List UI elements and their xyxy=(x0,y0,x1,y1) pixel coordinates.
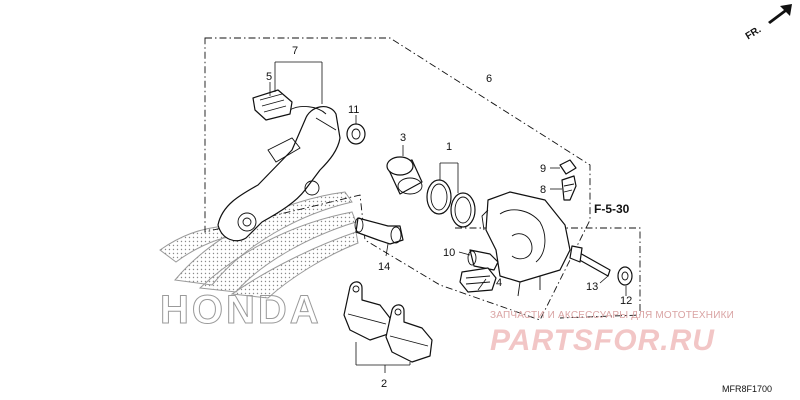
callout-12: 12 xyxy=(620,295,632,307)
honda-wing-logo xyxy=(159,191,359,299)
bleeder-screw xyxy=(561,175,577,201)
callout-9: 9 xyxy=(540,163,546,175)
callout-10: 10 xyxy=(443,247,455,259)
caliper-assembly-frame xyxy=(204,37,591,321)
brake-pad-left xyxy=(343,281,391,341)
callout-5: 5 xyxy=(266,71,272,83)
watermark-brand: PARTSFOR.RU xyxy=(490,324,715,357)
rubber-boot xyxy=(346,123,366,145)
front-direction-label: FR. xyxy=(744,24,764,42)
callout-3: 3 xyxy=(400,132,406,144)
slide-pin xyxy=(354,217,404,245)
watermark-tagline: ЗАПЧАСТИ И АКСЕССУАРЫ ДЛЯ МОТОТЕХНИКИ xyxy=(490,310,734,321)
front-direction-arrow xyxy=(768,4,792,24)
caliper-body xyxy=(481,191,571,297)
bleeder-cap xyxy=(559,159,577,175)
piston-seal-set xyxy=(426,179,476,228)
diagram-code: MFR8F1700 xyxy=(722,384,772,394)
pad-spring xyxy=(459,267,497,293)
pad-pin-bolt xyxy=(467,249,499,271)
callout-13: 13 xyxy=(586,281,598,293)
pad-retainer xyxy=(252,89,293,121)
callout-8: 8 xyxy=(540,184,546,196)
honda-logo-text: HONDA xyxy=(160,288,322,332)
callout-1: 1 xyxy=(446,141,452,153)
callout-6: 6 xyxy=(486,73,492,85)
callout-14: 14 xyxy=(378,261,390,273)
callout-11: 11 xyxy=(348,104,359,116)
brake-pad-right xyxy=(385,304,433,363)
callout-4: 4 xyxy=(496,277,502,289)
leader-lines xyxy=(269,61,627,373)
callout-2: 2 xyxy=(381,378,387,390)
caliper-piston xyxy=(386,156,423,195)
reference-code: F-5-30 xyxy=(594,202,630,216)
callout-7: 7 xyxy=(292,45,298,57)
slide-bolt-boot xyxy=(617,266,633,286)
caliper-bracket xyxy=(217,106,341,242)
slide-bolt xyxy=(569,245,611,277)
